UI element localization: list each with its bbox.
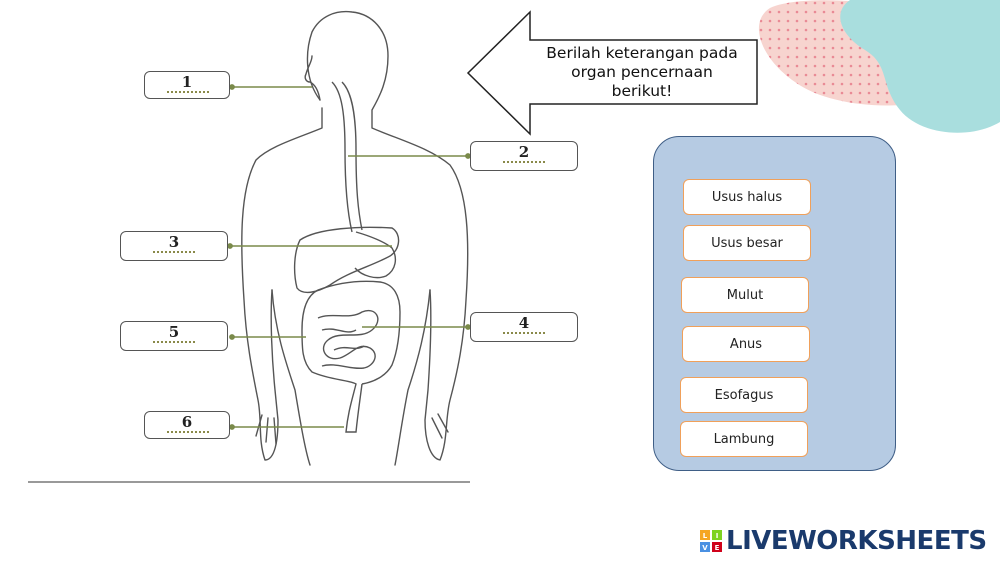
instruction-line: berikut! [611, 82, 673, 100]
svg-text:V: V [702, 544, 708, 552]
brand-name: LIVEWORKSHEETS [726, 526, 987, 556]
instruction-line: Berilah keterangan pada [546, 44, 738, 62]
drop-box-1[interactable]: 1 [144, 71, 230, 99]
drop-box-6[interactable]: 6 [144, 411, 230, 439]
large-intestine [301, 280, 401, 433]
teal-blob [840, 0, 1000, 133]
box-number: 5 [168, 323, 180, 341]
answer-chip-usus-halus[interactable]: Usus halus [683, 179, 811, 215]
instruction-line: organ pencernaan [571, 63, 713, 81]
liveworksheets-logo-icon: L I V E [700, 530, 722, 552]
instruction-text: Berilah keterangan pada organ pencernaan… [530, 44, 754, 101]
box-number: 1 [181, 73, 193, 91]
instruction-arrow [466, 10, 758, 136]
answer-chip-anus[interactable]: Anus [682, 326, 810, 362]
drop-box-4[interactable]: 4 [470, 312, 578, 342]
liveworksheets-brand: L I V E LIVEWORKSHEETS [700, 526, 987, 556]
drop-box-3[interactable]: 3 [120, 231, 228, 261]
svg-text:I: I [716, 532, 719, 540]
box-number: 2 [518, 143, 530, 161]
svg-text:E: E [715, 544, 720, 552]
drop-box-5[interactable]: 5 [120, 321, 228, 351]
answer-chip-lambung[interactable]: Lambung [680, 421, 808, 457]
answer-chip-usus-besar[interactable]: Usus besar [683, 225, 811, 261]
esophagus [331, 81, 363, 233]
box-number: 3 [168, 233, 180, 251]
body-outline [241, 10, 469, 466]
answer-chip-esofagus[interactable]: Esofagus [680, 377, 808, 413]
answer-chip-mulut[interactable]: Mulut [681, 277, 809, 313]
drop-box-2[interactable]: 2 [470, 141, 578, 171]
box-number: 6 [181, 413, 193, 431]
svg-text:L: L [703, 532, 708, 540]
corner-decoration [758, 0, 1000, 133]
small-intestine [317, 309, 379, 370]
pointer-lines [227, 84, 471, 430]
liver-stomach [293, 226, 400, 294]
box-number: 4 [518, 314, 530, 332]
